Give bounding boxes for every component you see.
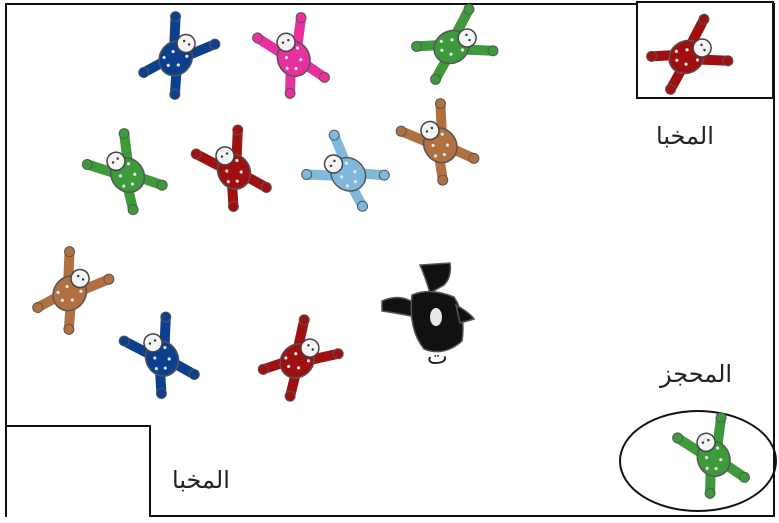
player-brown-left xyxy=(26,245,116,339)
player-red-hideout xyxy=(642,12,735,99)
center-player-mark: ت xyxy=(427,345,448,370)
hideout-top-label: المخبا xyxy=(656,122,714,150)
player-green-jail xyxy=(671,411,755,503)
hideout-bottom-label: المخبا xyxy=(172,466,230,494)
player-navy-bottom xyxy=(117,310,204,403)
jail-label: المحجز xyxy=(660,360,732,388)
player-lightblue xyxy=(300,128,394,218)
player-black-center xyxy=(382,263,474,352)
player-green-left xyxy=(80,127,172,221)
player-green-top xyxy=(407,2,500,89)
player-brown-right xyxy=(394,97,484,191)
player-magenta xyxy=(251,11,335,103)
player-red-bottom xyxy=(252,313,345,406)
player-navy-top xyxy=(132,10,222,104)
player-red-middle xyxy=(189,123,276,216)
